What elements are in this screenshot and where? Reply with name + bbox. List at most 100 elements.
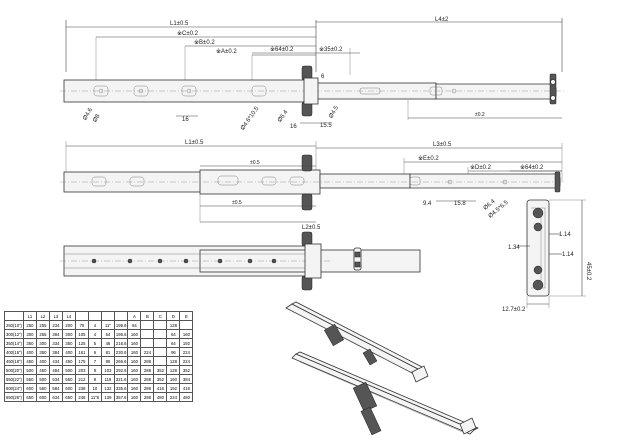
table-cell: 200 bbox=[61, 320, 76, 330]
table-cell: 480 bbox=[153, 392, 168, 402]
table-cell: 650(26") bbox=[4, 392, 24, 402]
table-cell bbox=[153, 320, 168, 330]
table-cell: 9 bbox=[87, 365, 102, 375]
table-cell: 350 bbox=[61, 338, 76, 348]
table-header-row: L1 L2 L3 L4 A B C D E bbox=[4, 311, 194, 321]
hole-6-4-top: Ø6.4 bbox=[277, 109, 290, 124]
sect-width: 12.7±0.2 bbox=[502, 307, 526, 313]
table-cell: 234 bbox=[48, 320, 63, 330]
table-cell bbox=[140, 338, 155, 348]
table-header bbox=[100, 311, 115, 321]
slot-dim: Ø4.6*10.5 bbox=[240, 105, 261, 131]
dim-A: ※A±0.2 bbox=[216, 48, 237, 55]
table-cell: 250 bbox=[22, 320, 37, 330]
table-cell: 81 bbox=[100, 347, 115, 357]
table-cell: 216.6 bbox=[113, 338, 129, 348]
table-cell: 288 bbox=[140, 392, 155, 402]
side-view bbox=[60, 231, 421, 291]
table-cell: 550 bbox=[35, 383, 50, 393]
table-cell: 161 bbox=[74, 347, 89, 357]
table-cell: 6 bbox=[87, 347, 102, 357]
table-cell: 128 bbox=[166, 320, 181, 330]
table-cell: 139 bbox=[100, 392, 115, 402]
table-cell: 64 bbox=[100, 329, 115, 339]
isometric-view-1 bbox=[285, 301, 429, 383]
dim-9-4: 9.4 bbox=[423, 201, 432, 207]
table-cell: 248 bbox=[74, 392, 89, 402]
table-cell: 160 bbox=[127, 365, 142, 375]
table-cell: 11"8 bbox=[87, 392, 102, 402]
table-cell: 300 bbox=[61, 329, 76, 339]
hole-4-5-top: Ø4.5 bbox=[328, 105, 340, 120]
table-cell: 160 bbox=[127, 392, 142, 402]
table-cell: 250(10") bbox=[4, 320, 24, 330]
table-cell bbox=[140, 329, 155, 339]
table-cell: 266.6 bbox=[113, 356, 129, 366]
table-cell: 350 bbox=[35, 347, 50, 357]
table-cell: 500 bbox=[35, 374, 50, 384]
dim-35: ※35±0.2 bbox=[319, 46, 343, 53]
table-cell: 192 bbox=[179, 338, 194, 348]
table-cell: 132 bbox=[100, 383, 115, 393]
table-cell: 5 bbox=[87, 338, 102, 348]
table-cell: 352 bbox=[179, 365, 194, 375]
table-cell: 203 bbox=[74, 365, 89, 375]
table-header: L1 bbox=[22, 311, 37, 321]
table-cell: 84 bbox=[127, 320, 142, 330]
table-cell: 199.6 bbox=[113, 320, 129, 330]
table-cell: 357.6 bbox=[113, 392, 129, 402]
table-cell bbox=[153, 347, 168, 357]
table-cell: 384 bbox=[48, 329, 63, 339]
table-cell: 230.6 bbox=[113, 347, 129, 357]
table-cell: 321.6 bbox=[113, 374, 129, 384]
tol-mid-b: ±0.5 bbox=[232, 200, 242, 206]
table-cell bbox=[153, 338, 168, 348]
table-cell: 103 bbox=[100, 365, 115, 375]
table-cell: 480 bbox=[179, 392, 194, 402]
table-cell: 300(12") bbox=[4, 329, 24, 339]
sect-1-14-b: 1.14 bbox=[562, 252, 574, 258]
table-cell: 9 bbox=[87, 374, 102, 384]
table-cell: 400 bbox=[22, 347, 37, 357]
table-cell: 350(14") bbox=[4, 338, 24, 348]
table-cell: 64 bbox=[166, 329, 181, 339]
table-cell: 600 bbox=[35, 392, 50, 402]
table-cell: 224 bbox=[179, 356, 194, 366]
table-cell: 650 bbox=[22, 392, 37, 402]
table-cell: 534 bbox=[48, 374, 63, 384]
table-cell: 300 bbox=[35, 338, 50, 348]
table-cell: 550 bbox=[61, 374, 76, 384]
dim-C: ※C±0.2 bbox=[177, 30, 199, 37]
table-cell: 96 bbox=[166, 347, 181, 357]
table-cell: 384 bbox=[48, 347, 63, 357]
table-cell: 224 bbox=[179, 347, 194, 357]
table-cell: 128 bbox=[166, 365, 181, 375]
table-cell: 64 bbox=[166, 338, 181, 348]
isometric-view-2 bbox=[291, 351, 479, 436]
table-cell: 70 bbox=[74, 320, 89, 330]
table-cell: 292.6 bbox=[113, 365, 129, 375]
table-cell: 500(20") bbox=[4, 365, 24, 375]
table-cell: 500 bbox=[61, 365, 76, 375]
table-cell: 334 bbox=[48, 338, 63, 348]
dim-L3: L3±0.5 bbox=[433, 142, 452, 148]
table-cell: 352 bbox=[153, 365, 168, 375]
table-cell: 160 bbox=[127, 338, 142, 348]
dim-L4: L4±2 bbox=[435, 17, 449, 23]
table-cell: 600 bbox=[61, 383, 76, 393]
table-cell: 160 bbox=[179, 329, 194, 339]
table-cell: 119 bbox=[100, 374, 115, 384]
table-cell: 600(24") bbox=[4, 383, 24, 393]
table-header: L2 bbox=[35, 311, 50, 321]
sect-1-14-a: 1.14 bbox=[559, 232, 571, 238]
sect-height: 45±0.2 bbox=[585, 262, 591, 281]
table-header: A bbox=[127, 311, 142, 321]
table-cell: 416 bbox=[179, 383, 194, 393]
hole-8-top: Ø8 bbox=[92, 113, 102, 124]
table-header bbox=[74, 311, 89, 321]
table-cell: 175 bbox=[74, 356, 89, 366]
table-cell: 288 bbox=[140, 356, 155, 366]
